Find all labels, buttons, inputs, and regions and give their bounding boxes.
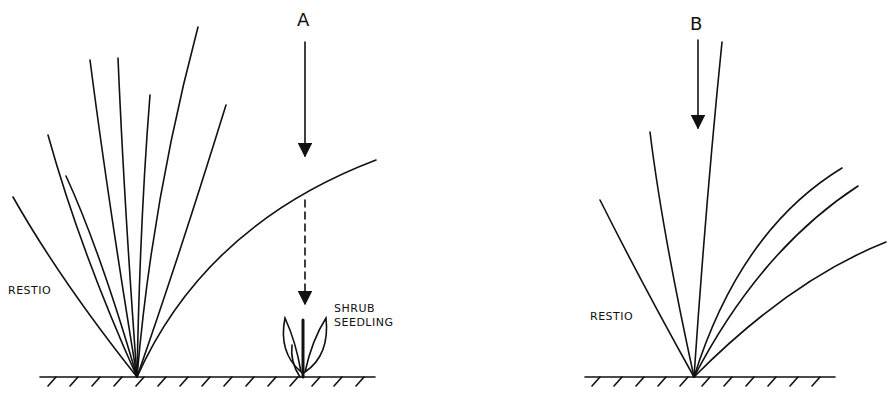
plant-label: RESTIO — [8, 284, 51, 298]
light-arrow — [304, 42, 306, 156]
plant-label: RESTIO — [590, 310, 633, 324]
arrow-letter: B — [690, 14, 703, 34]
ground-line — [40, 376, 375, 378]
dashed-arrow — [304, 200, 306, 304]
restio-plant — [13, 27, 376, 377]
plant-label: SHRUB SEEDLING — [334, 302, 404, 330]
arrow-letter: A — [297, 10, 310, 30]
ground-hatch — [592, 377, 820, 386]
ground-hatch — [48, 377, 364, 386]
shrub-seedling — [283, 318, 326, 377]
light-arrow — [697, 40, 699, 128]
restio-plant — [600, 42, 886, 377]
